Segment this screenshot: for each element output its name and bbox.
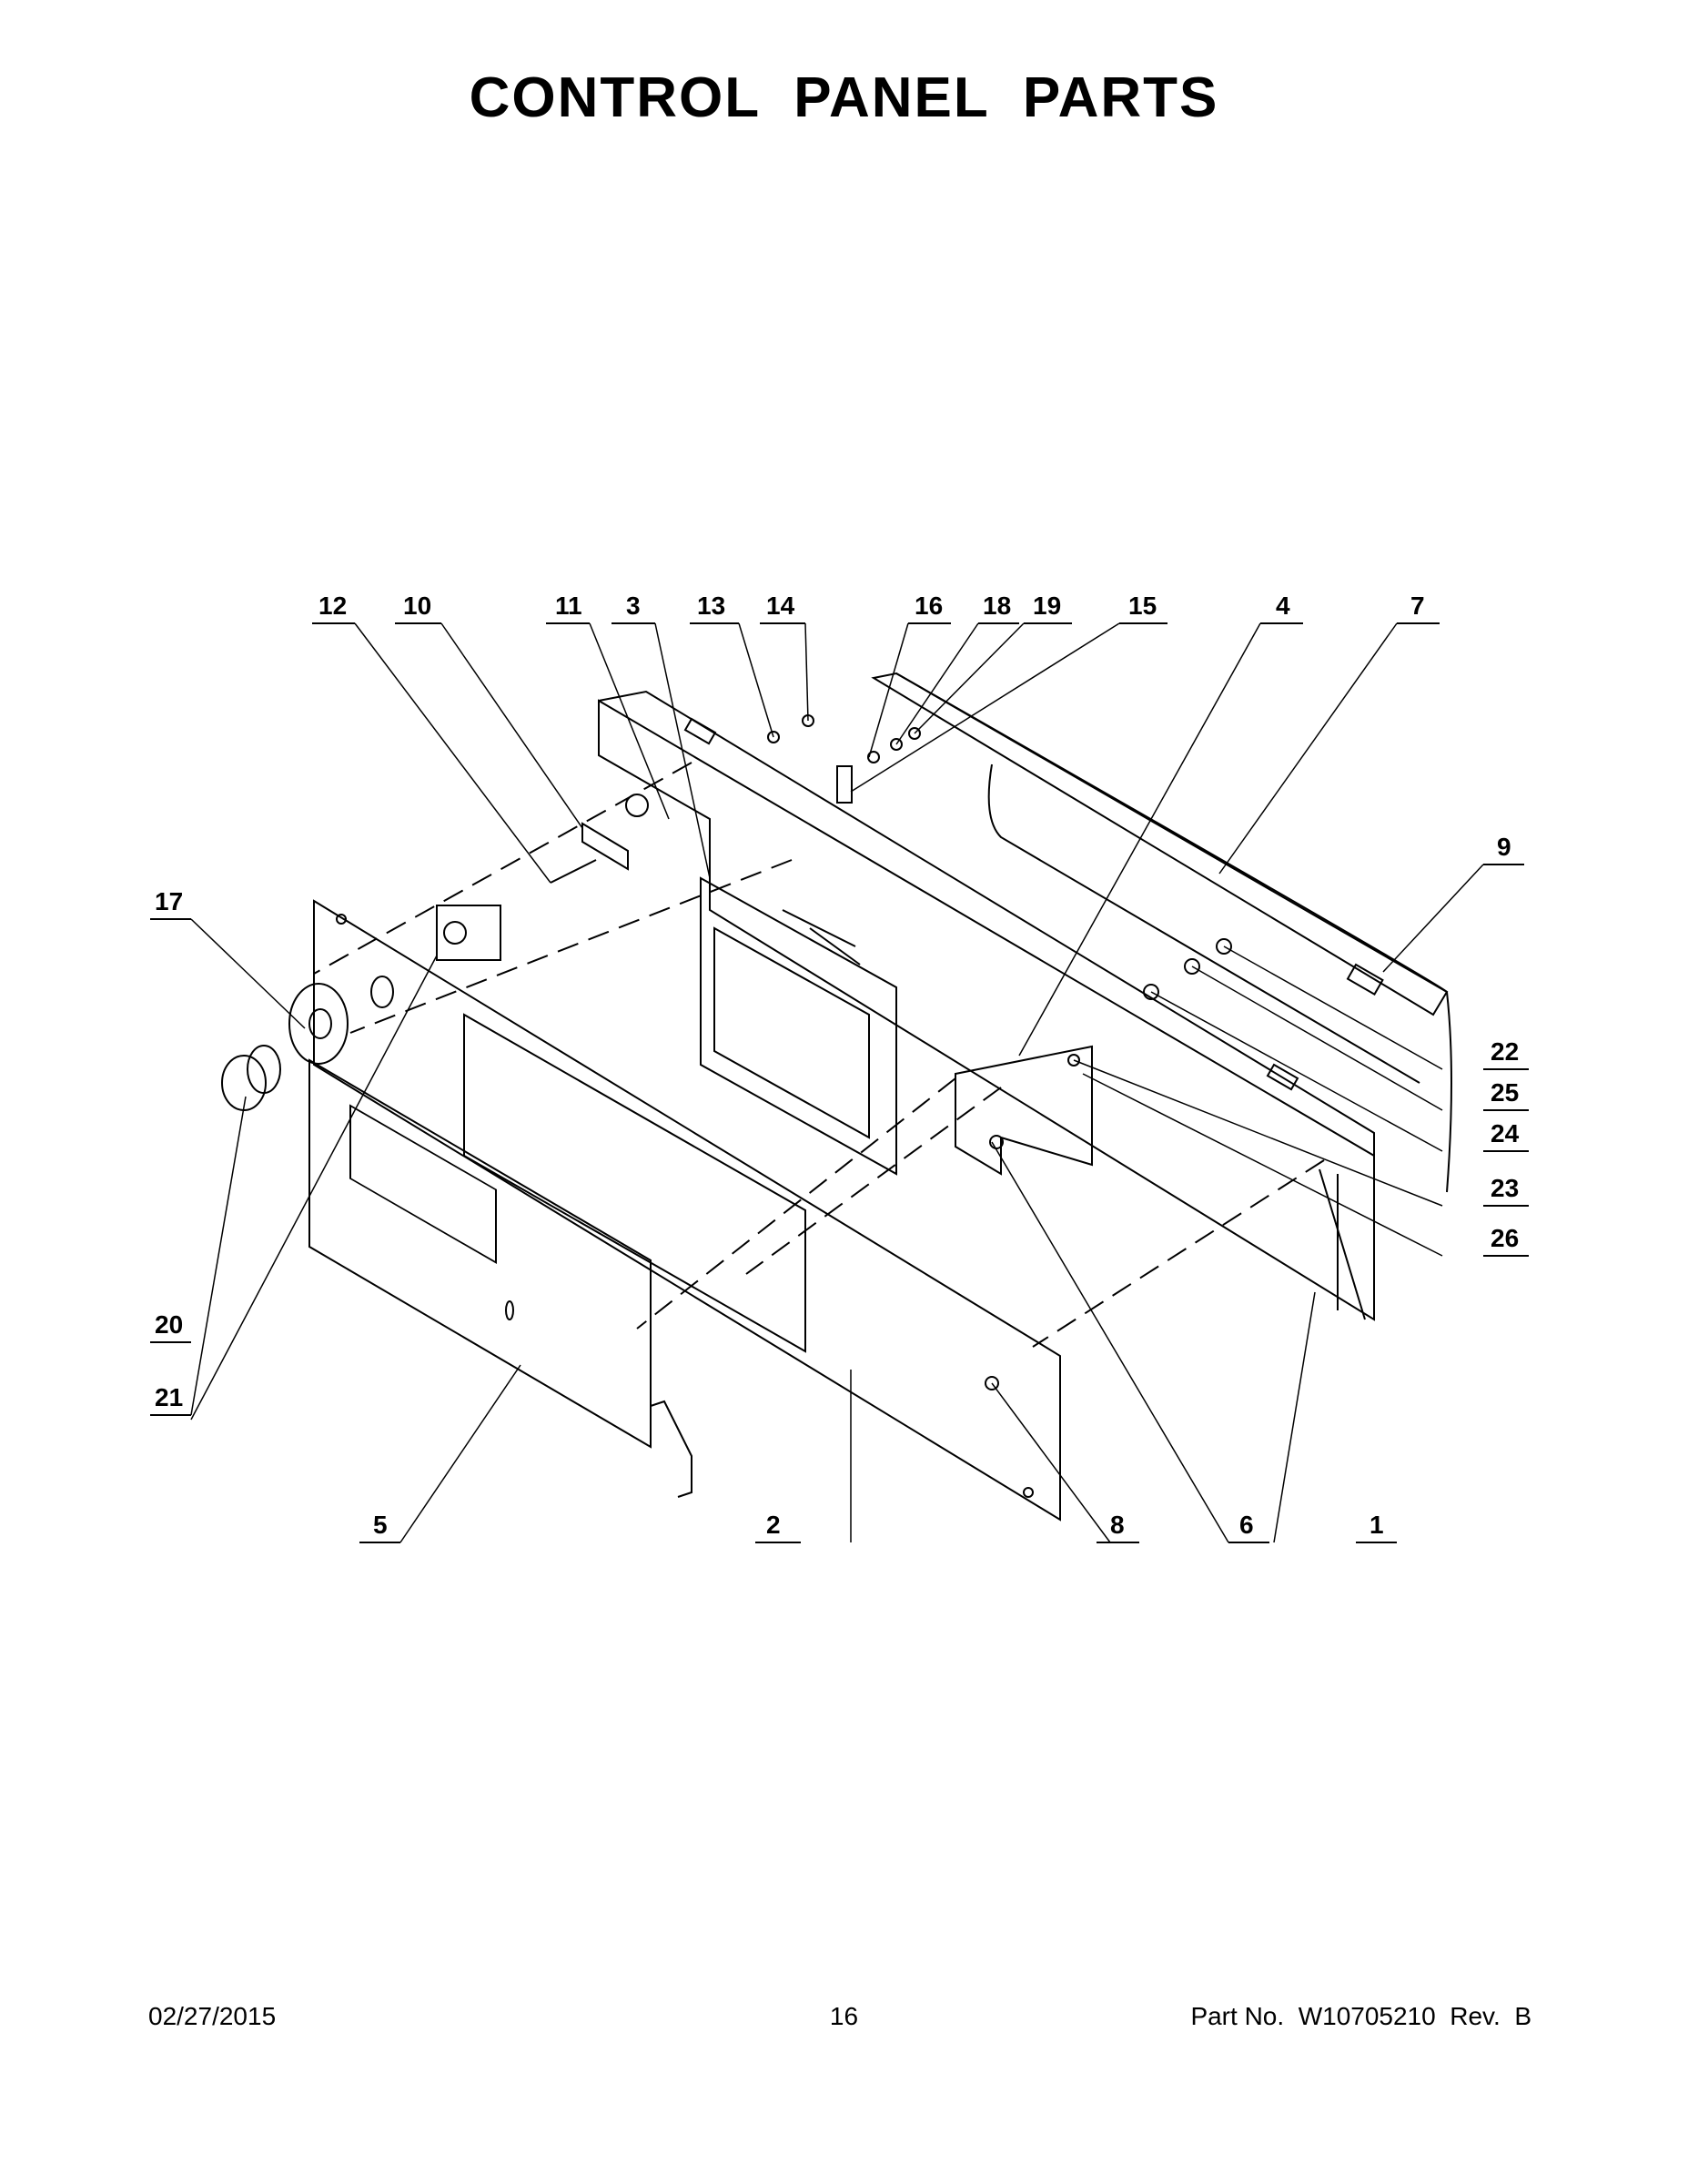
callout-underlines xyxy=(150,622,1529,1543)
callout-17: 17 xyxy=(155,887,183,915)
callout-5: 5 xyxy=(373,1511,388,1539)
callout-18: 18 xyxy=(983,592,1011,620)
callout-11: 11 xyxy=(555,592,582,620)
callout-10: 10 xyxy=(403,592,431,620)
vent-trim-cover xyxy=(871,672,1452,1193)
callout-7: 7 xyxy=(1410,592,1425,620)
callout-14: 14 xyxy=(766,592,795,620)
control-panel-housing xyxy=(598,690,1375,1321)
callout-1: 1 xyxy=(1370,1511,1384,1539)
switch-and-screw xyxy=(550,794,649,884)
callout-6: 6 xyxy=(1239,1511,1254,1539)
callout-8: 8 xyxy=(1110,1511,1125,1539)
callout-4: 4 xyxy=(1276,592,1290,620)
footer-page-number: 16 xyxy=(829,2002,859,2030)
callout-26: 26 xyxy=(1491,1224,1519,1252)
callout-19: 19 xyxy=(1033,592,1061,620)
callout-16: 16 xyxy=(915,592,943,620)
callout-12: 12 xyxy=(318,592,347,620)
page-title: CONTROL PANEL PARTS xyxy=(469,66,1219,129)
knob-assembly xyxy=(221,905,501,1111)
callout-23: 23 xyxy=(1491,1174,1519,1202)
display-control-board xyxy=(700,876,897,1176)
callout-9: 9 xyxy=(1497,833,1511,861)
footer-part-number: Part No. W10705210 Rev. B xyxy=(1190,2002,1531,2030)
alignment-lines xyxy=(313,762,1325,1348)
callout-labels: 12 10 11 3 13 14 16 18 19 15 4 7 9 17 22… xyxy=(155,592,1520,1539)
touch-overlay-panel xyxy=(308,1013,806,1498)
callout-13: 13 xyxy=(697,592,725,620)
callout-3: 3 xyxy=(626,592,641,620)
callout-2: 2 xyxy=(766,1511,781,1539)
footer-date: 02/27/2015 xyxy=(148,2002,277,2030)
callout-24: 24 xyxy=(1491,1119,1520,1148)
leader-lines xyxy=(190,622,1484,1543)
callout-22: 22 xyxy=(1491,1037,1519,1066)
callout-15: 15 xyxy=(1128,592,1157,620)
callout-21: 21 xyxy=(155,1383,183,1411)
callout-25: 25 xyxy=(1491,1078,1519,1107)
fasteners xyxy=(767,714,1232,1390)
callout-20: 20 xyxy=(155,1310,183,1339)
glass-front-panel xyxy=(313,899,1061,1522)
